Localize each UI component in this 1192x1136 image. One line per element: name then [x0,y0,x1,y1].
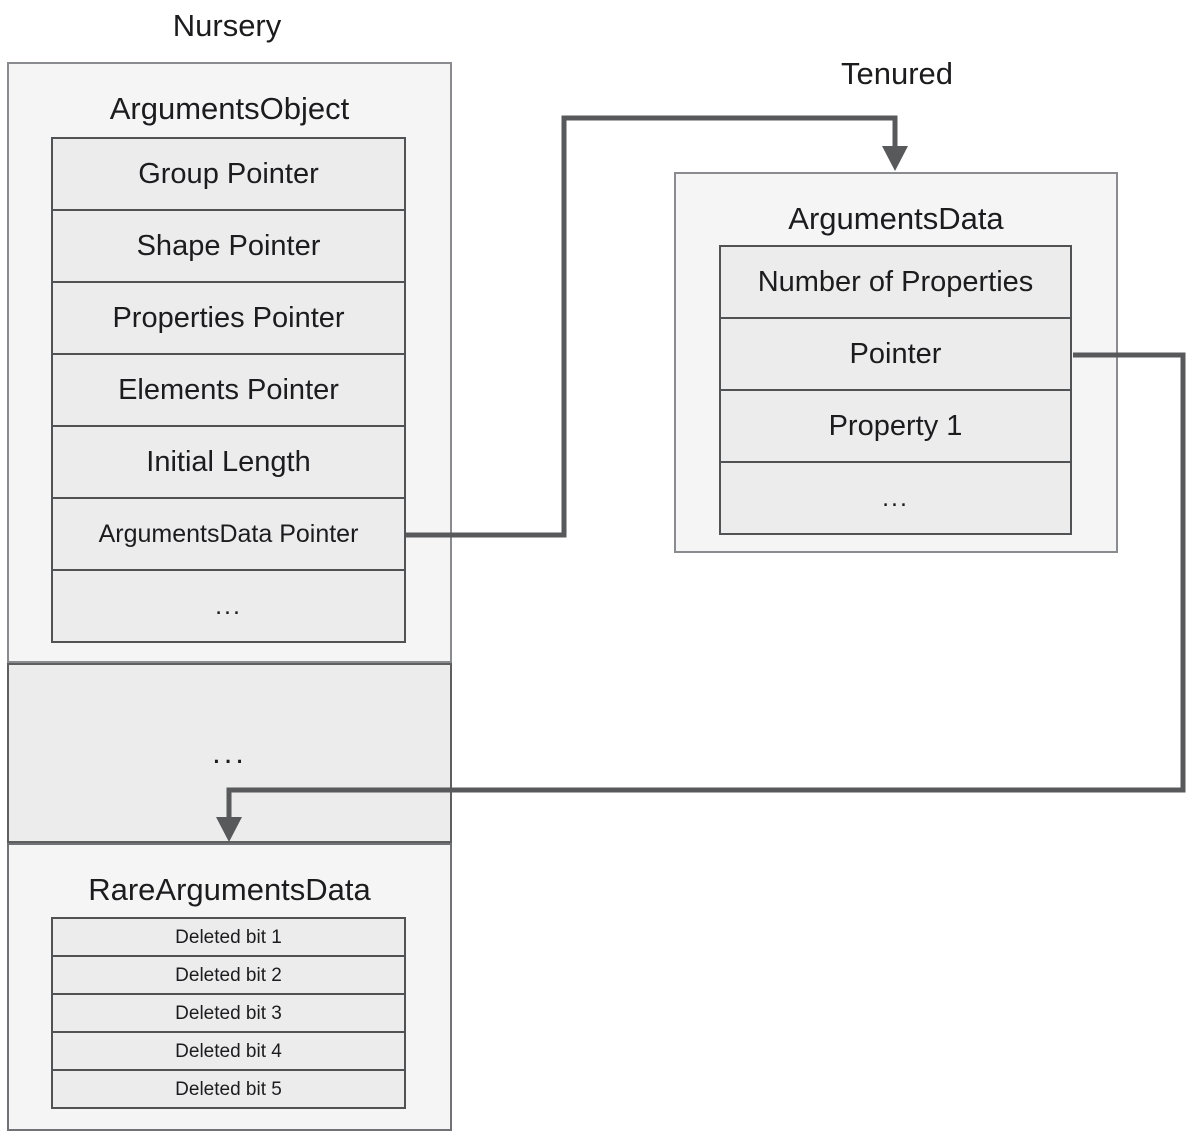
arguments-object-title: ArgumentsObject [109,91,350,126]
row-pointer: Pointer [721,317,1070,389]
row-number-of-properties: Number of Properties [757,265,1034,298]
row-deleted-bit-3: Deleted bit 3 [53,993,404,1031]
row-deleted-bit-4: Deleted bit 4 [53,1031,404,1069]
arguments-data-title: ArgumentsData [788,201,1004,236]
arguments-data-table: Number of Properties Pointer Property 1 … [719,245,1072,535]
row-initial-length: Initial Length [53,425,404,497]
row-deleted-bit-2: Deleted bit 2 [53,955,404,993]
row-group-pointer: Group Pointer [138,157,319,190]
argumentsdata-pointer-arrowhead-icon [882,146,908,171]
rare-arguments-data-box: RareArgumentsData Deleted bit 1 Deleted … [7,843,452,1131]
rare-arguments-data-title: RareArgumentsData [88,872,371,907]
arguments-data-box: ArgumentsData Number of Properties Point… [674,172,1118,553]
nursery-ellipsis-label: ... [212,735,247,770]
row-property-1: Property 1 [721,389,1070,461]
arguments-object-table: Group Pointer Shape Pointer Properties P… [51,137,406,643]
row-elements-pointer: Elements Pointer [53,353,404,425]
row-shape-pointer: Shape Pointer [53,209,404,281]
row-deleted-bit-5: Deleted bit 5 [53,1069,404,1107]
nursery-ellipsis-section: ... [7,663,452,843]
row-arguments-data-ellipsis: ... [721,461,1070,533]
row-deleted-bit-1: Deleted bit 1 [175,926,282,948]
row-arguments-object-ellipsis: ... [53,569,404,641]
row-argumentsdata-pointer: ArgumentsData Pointer [53,497,404,569]
arguments-object-box: ArgumentsObject Group Pointer Shape Poin… [7,62,452,663]
nursery-region-label: Nursery [172,8,282,43]
row-properties-pointer: Properties Pointer [53,281,404,353]
tenured-region-label: Tenured [840,56,954,91]
rare-arguments-data-table: Deleted bit 1 Deleted bit 2 Deleted bit … [51,917,406,1109]
